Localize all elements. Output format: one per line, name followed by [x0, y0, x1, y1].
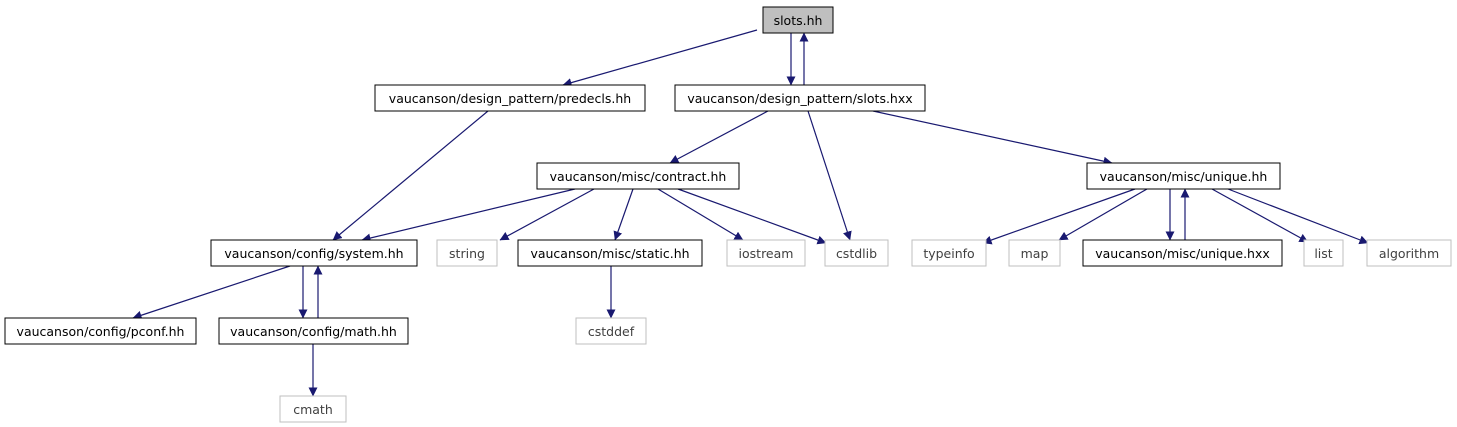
node-box	[1008, 239, 1061, 267]
node-label: vaucanson/config/system.hh	[224, 246, 403, 261]
node-box	[674, 84, 926, 112]
edge-unique_hh-to-map	[1058, 188, 1148, 241]
edges-layer	[132, 29, 1369, 397]
edge-unique_hh-to-list	[1211, 188, 1309, 243]
node-box	[1086, 162, 1281, 190]
node-box	[911, 239, 987, 267]
node-label: string	[449, 246, 485, 261]
node-label: list	[1314, 246, 1332, 261]
node-label: map	[1021, 246, 1049, 261]
node-label: vaucanson/misc/unique.hxx	[1095, 246, 1270, 261]
node-label: vaucanson/design_pattern/slots.hxx	[687, 91, 912, 106]
node-static[interactable]: vaucanson/misc/static.hh	[517, 239, 703, 267]
node-algorithm: algorithm	[1366, 239, 1452, 267]
node-unique_hh[interactable]: vaucanson/misc/unique.hh	[1086, 162, 1281, 190]
edge-unique_hh-to-algorithm	[1227, 188, 1369, 245]
node-contract[interactable]: vaucanson/misc/contract.hh	[536, 162, 740, 190]
node-label: vaucanson/misc/unique.hh	[1100, 169, 1268, 184]
node-box	[4, 317, 197, 345]
node-typeinfo: typeinfo	[911, 239, 987, 267]
edge-slots_hh-to-predecls	[562, 29, 758, 87]
node-predecls[interactable]: vaucanson/design_pattern/predecls.hh	[374, 84, 646, 112]
node-label: cstdlib	[836, 246, 877, 261]
node-box	[1366, 239, 1452, 267]
node-box	[726, 239, 806, 267]
node-box	[279, 395, 347, 423]
node-box	[575, 317, 647, 345]
edge-slots_hxx-to-contract	[669, 110, 769, 164]
edge-slots_hxx-to-cstdlib	[807, 110, 852, 241]
node-pconf[interactable]: vaucanson/config/pconf.hh	[4, 317, 197, 345]
edge-contract-to-cstdlib	[677, 188, 827, 245]
edge-contract-to-static	[613, 188, 634, 241]
node-box	[762, 6, 834, 34]
node-slots_hh: slots.hh	[762, 6, 834, 34]
nodes-layer: slots.hh vaucanson/design_pattern/predecl…	[4, 6, 1452, 423]
node-box	[517, 239, 703, 267]
node-math[interactable]: vaucanson/config/math.hh	[218, 317, 409, 345]
node-box	[1082, 239, 1283, 267]
node-label: iostream	[739, 246, 794, 261]
node-label: vaucanson/misc/static.hh	[530, 246, 689, 261]
node-box	[436, 239, 498, 267]
node-box	[1303, 239, 1344, 267]
node-box	[374, 84, 646, 112]
edge-system-to-pconf	[132, 265, 291, 320]
edge-predecls-to-system	[332, 110, 489, 241]
node-box	[536, 162, 740, 190]
edge-contract-to-iostream	[657, 188, 744, 241]
node-label: vaucanson/config/math.hh	[230, 324, 397, 339]
node-label: slots.hh	[774, 13, 823, 28]
edge-contract-to-string	[499, 188, 595, 241]
node-label: vaucanson/misc/contract.hh	[550, 169, 727, 184]
node-string: string	[436, 239, 498, 267]
node-cmath: cmath	[279, 395, 347, 423]
edge-contract-to-system	[361, 188, 576, 243]
node-list: list	[1303, 239, 1344, 267]
node-label: vaucanson/config/pconf.hh	[17, 324, 185, 339]
node-label: vaucanson/design_pattern/predecls.hh	[389, 91, 631, 106]
node-box	[210, 239, 418, 267]
node-label: cmath	[293, 402, 333, 417]
node-label: typeinfo	[923, 246, 974, 261]
node-box	[218, 317, 409, 345]
node-iostream: iostream	[726, 239, 806, 267]
node-cstddef: cstddef	[575, 317, 647, 345]
node-map: map	[1008, 239, 1061, 267]
node-system[interactable]: vaucanson/config/system.hh	[210, 239, 418, 267]
edge-unique_hh-to-typeinfo	[982, 188, 1136, 245]
edge-slots_hxx-to-unique_hh	[872, 110, 1113, 166]
node-slots_hxx[interactable]: vaucanson/design_pattern/slots.hxx	[674, 84, 926, 112]
node-label: algorithm	[1379, 246, 1439, 261]
node-box	[824, 239, 889, 267]
node-unique_hxx[interactable]: vaucanson/misc/unique.hxx	[1082, 239, 1283, 267]
node-cstdlib: cstdlib	[824, 239, 889, 267]
node-label: cstddef	[588, 324, 635, 339]
